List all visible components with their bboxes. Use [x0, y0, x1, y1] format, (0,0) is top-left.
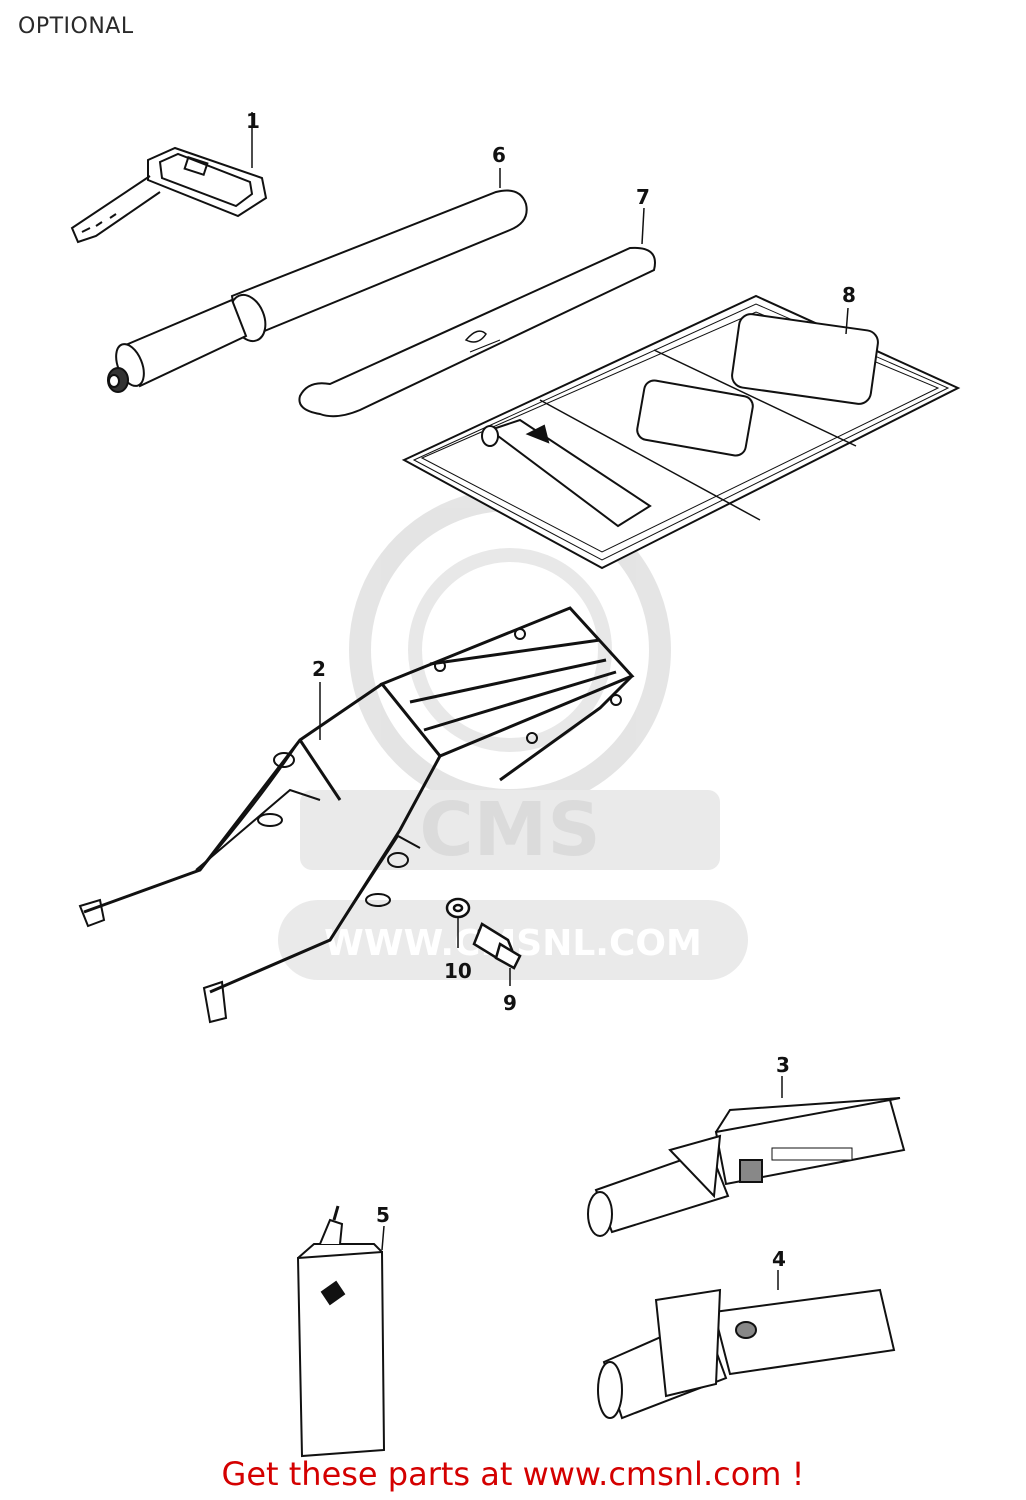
- watermark-brand-box: [300, 790, 720, 870]
- part-4-sealant[interactable]: [597, 1270, 896, 1420]
- part-5-oil-can[interactable]: [296, 1205, 386, 1458]
- watermark-brand: CMS: [419, 787, 600, 873]
- callout-4: 4: [772, 1247, 786, 1271]
- part-2-carrier[interactable]: [78, 606, 635, 1024]
- callout-1: 1: [246, 109, 260, 133]
- part-7-tire-lever[interactable]: [298, 207, 656, 418]
- part-9-bolt[interactable]: [472, 922, 522, 986]
- footer-link[interactable]: Get these parts at www.cmsnl.com !: [221, 1455, 805, 1493]
- page-title: OPTIONAL: [18, 14, 134, 39]
- watermark: CMS WWW.CMSNL.COM: [278, 489, 748, 980]
- callout-8: 8: [842, 283, 856, 307]
- part-10-washer[interactable]: [445, 897, 471, 948]
- callout-7: 7: [636, 185, 650, 209]
- part-1-key[interactable]: [70, 112, 268, 244]
- part-6-pump[interactable]: [107, 168, 528, 393]
- callout-5: 5: [376, 1203, 390, 1227]
- callout-6: 6: [492, 143, 506, 167]
- callout-2: 2: [312, 657, 326, 681]
- callout-10: 10: [444, 959, 472, 983]
- callout-9: 9: [503, 991, 517, 1015]
- part-8-tool-kit[interactable]: [401, 294, 961, 570]
- part-3-grease[interactable]: [587, 1076, 906, 1237]
- callout-3: 3: [776, 1053, 790, 1077]
